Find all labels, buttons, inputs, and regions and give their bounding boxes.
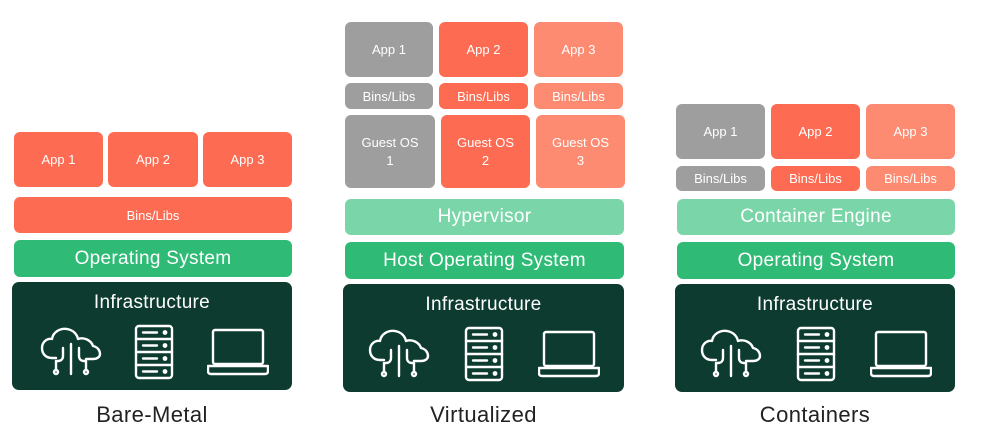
containers-app-2: App 2 (771, 104, 860, 159)
containers-bins-libs-2: Bins/Libs (771, 166, 860, 191)
virtualized-bins-libs-1: Bins/Libs (345, 83, 433, 109)
server-icon (134, 324, 174, 380)
containers-app-1: App 1 (676, 104, 765, 159)
containers-operating-system: Operating System (677, 242, 955, 279)
laptop-icon (870, 330, 932, 378)
virtualized-caption: Virtualized (430, 402, 537, 427)
host-operating-system: Host Operating System (345, 242, 624, 279)
containers-infrastructure: Infrastructure (675, 284, 955, 392)
laptop-icon (207, 328, 269, 376)
container-engine: Container Engine (677, 199, 955, 235)
bare-metal-operating-system: Operating System (14, 240, 292, 277)
bare-metal-app-3: App 3 (203, 132, 292, 187)
virtualized-app-2: App 2 (439, 22, 528, 77)
virtualized-bins-libs-2: Bins/Libs (439, 83, 528, 109)
bare-metal-caption: Bare-Metal (96, 402, 208, 427)
infrastructure-label: Infrastructure (425, 294, 542, 315)
bare-metal-app-1: App 1 (14, 132, 103, 187)
hypervisor: Hypervisor (345, 199, 624, 235)
infrastructure-label: Infrastructure (93, 292, 211, 313)
laptop-icon (538, 330, 600, 378)
containers-app-3: App 3 (866, 104, 955, 159)
virtualized-bins-libs-3: Bins/Libs (534, 83, 623, 109)
server-icon (464, 326, 504, 382)
bare-metal-bins-libs: Bins/Libs (14, 197, 292, 233)
bare-metal-infrastructure: Infrastructure (12, 282, 292, 390)
cloud-icon (700, 329, 762, 378)
server-icon (796, 326, 836, 382)
cloud-icon (368, 329, 430, 378)
containers-bins-libs-1: Bins/Libs (676, 166, 765, 191)
virtualized-app-3: App 3 (534, 22, 623, 77)
cloud-icon (40, 327, 102, 376)
virtualized-infrastructure: Infrastructure (343, 284, 624, 392)
bare-metal-app-2: App 2 (108, 132, 198, 187)
containers-caption: Containers (759, 402, 871, 427)
virtualized-app-1: App 1 (345, 22, 433, 77)
infrastructure-label: Infrastructure (756, 294, 874, 315)
containers-bins-libs-3: Bins/Libs (866, 166, 955, 191)
